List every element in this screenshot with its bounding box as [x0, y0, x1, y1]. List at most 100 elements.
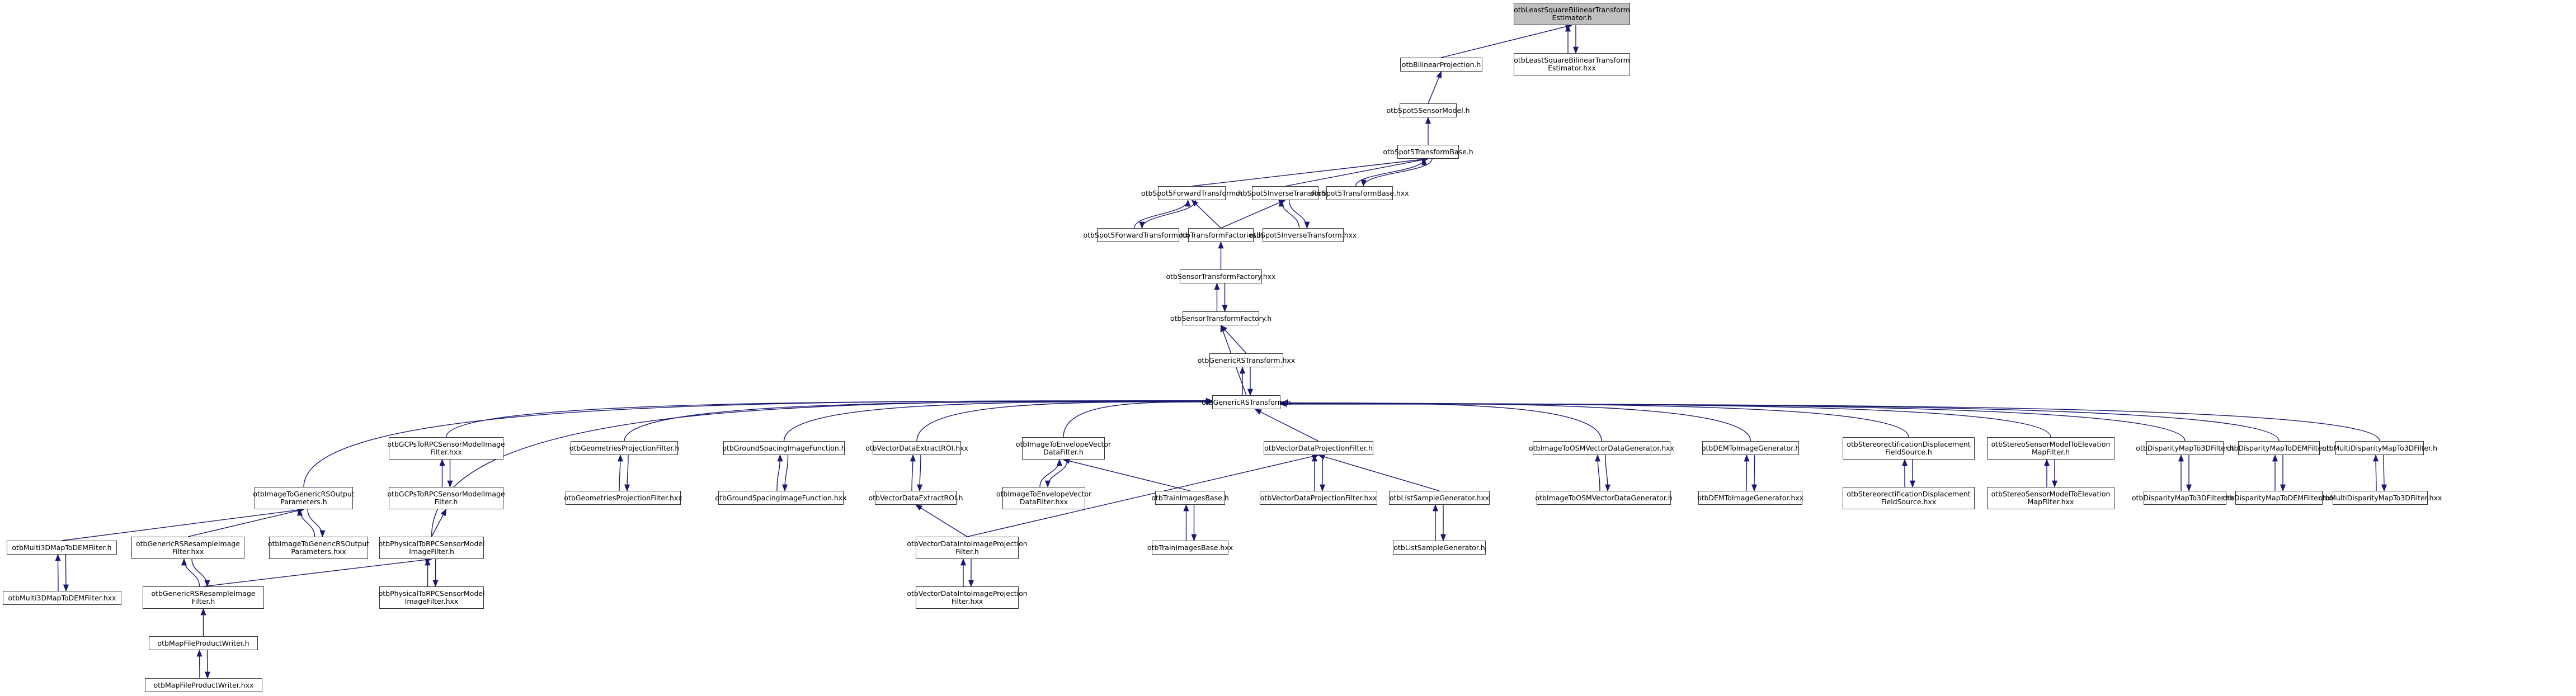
node-label: otbPhysicalToRPCSensorModel ImageFilter.… [378, 539, 485, 556]
node-physical-to-rpcsensor-model-image-filter-h[interactable]: otbPhysicalToRPCSensorModel ImageFilter.… [379, 537, 484, 559]
node-ground-spacing-image-function-h[interactable]: otbGroundSpacingImageFunction.h [722, 441, 846, 455]
node-disparity-map-to3-dfilter-h[interactable]: otbDisparityMapTo3DFilter.h [2136, 441, 2234, 455]
node-label: otbImageToGenericRSOutput Parameters.h [253, 490, 355, 506]
edge-n44-to-n51 [63, 554, 69, 592]
node-vector-data-into-image-projection-filter-hxx[interactable]: otbVectorDataIntoImageProjection Filter.… [907, 586, 1028, 609]
node-label: otbStereorectificationDisplacement Field… [1847, 490, 1971, 506]
node-gcps-to-rpcsensor-model-image-filter-hxx[interactable]: otbGCPsToRPCSensorModelImage Filter.hxx [387, 437, 505, 460]
node-multi3-dmap-to-demfilter-h[interactable]: otbMulti3DMapToDEMFilter.h [7, 541, 117, 555]
node-label: otbVectorDataProjectionFilter.hxx [1260, 493, 1377, 502]
node-image-to-osmvector-data-generator-hxx[interactable]: otbImageToOSMVectorDataGenerator.hxx [1529, 441, 1674, 455]
node-multi-disparity-map-to3-dfilter-hxx[interactable]: otbMultiDisparityMapTo3DFilter.hxx [2319, 491, 2442, 505]
node-label: otbBilinearProjection.h [1401, 60, 1481, 69]
node-transform-factories-h[interactable]: otbTransformFactories.h [1179, 228, 1263, 242]
node-stereo-sensor-model-to-elevation-map-filter-h[interactable]: otbStereoSensorModelToElevation MapFilte… [1987, 437, 2115, 460]
node-label: otbMultiDisparityMapTo3DFilter.h [2322, 443, 2437, 452]
node-generic-rstransform-h[interactable]: otbGenericRSTransform.h [1202, 395, 1291, 409]
node-demto-image-generator-h[interactable]: otbDEMToImageGenerator.h [1702, 441, 1800, 455]
node-spot5-transform-base-h[interactable]: otbSpot5TransformBase.h [1383, 145, 1473, 159]
node-train-images-base-hxx[interactable]: otbTrainImagesBase.hxx [1147, 541, 1233, 555]
edge-n16-to-n30 [624, 454, 630, 492]
node-sensor-transform-factory-hxx[interactable]: otbSensorTransformFactory.hxx [1166, 269, 1276, 283]
node-vector-data-projection-filter-h[interactable]: otbVectorDataProjectionFilter.h [1264, 441, 1373, 455]
node-image-to-generic-rsoutput-parameters-hxx[interactable]: otbImageToGenericRSOutput Parameters.hxx [268, 537, 369, 559]
edge-n18-to-n32 [916, 454, 923, 492]
node-label: otbSensorTransformFactory.hxx [1166, 272, 1276, 281]
node-label: otbListSampleGenerator.h [1393, 543, 1485, 552]
edge-n19-to-n14 [1063, 399, 1213, 438]
edge-n6-to-n4 [1285, 157, 1429, 187]
edge-n45-to-n28 [187, 508, 305, 537]
node-image-to-osmvector-data-generator-h[interactable]: otbImageToOSMVectorDataGenerator.h [1535, 491, 1673, 505]
node-label: otbPhysicalToRPCSensorModel ImageFilter.… [378, 589, 485, 605]
node-map-file-product-writer-h[interactable]: otbMapFileProductWriter.h [149, 636, 258, 650]
node-image-to-generic-rsoutput-parameters-h[interactable]: otbImageToGenericRSOutput Parameters.h [253, 487, 355, 509]
edge-n24-to-n14 [1279, 400, 2051, 438]
node-list-sample-generator-hxx[interactable]: otbListSampleGenerator.hxx [1389, 491, 1490, 505]
node-bilinear-projection-h[interactable]: otbBilinearProjection.h [1400, 58, 1482, 72]
node-label: otbMulti3DMapToDEMFilter.h [12, 543, 112, 552]
node-vector-data-extract-roi-h[interactable]: otbVectorDataExtractROI.h [868, 491, 963, 505]
node-stereorectification-displacement-field-source-hxx[interactable]: otbStereorectificationDisplacement Field… [1843, 487, 1975, 509]
node-spot5-inverse-transform-h[interactable]: otbSpot5InverseTransform.h [1236, 186, 1335, 200]
node-label: otbDisparityMapTo3DFilter.hxx [2131, 493, 2239, 502]
node-spot5-sensor-model-h[interactable]: otbSpot5SensorModel.h [1386, 103, 1470, 117]
node-spot5-forward-transform-hxx[interactable]: otbSpot5ForwardTransform.hxx [1084, 228, 1193, 242]
edge-n37-to-n21 [1594, 454, 1601, 491]
edge-n32-to-n18 [910, 454, 916, 491]
node-multi-disparity-map-to3-dfilter-h[interactable]: otbMultiDisparityMapTo3DFilter.h [2322, 441, 2437, 455]
edge-n33-to-n19 [1039, 458, 1063, 487]
node-label: otbGCPsToRPCSensorModelImage Filter.h [387, 490, 505, 506]
edge-n4-to-n7 [1360, 158, 1433, 187]
node-label: otbImageToEnvelopeVector DataFilter.hxx [996, 490, 1092, 506]
node-map-file-product-writer-hxx[interactable]: otbMapFileProductWriter.hxx [145, 678, 262, 692]
node-train-images-base-h[interactable]: otbTrainImagesBase.h [1151, 491, 1229, 505]
node-image-to-envelope-vector-data-filter-hxx[interactable]: otbImageToEnvelopeVector DataFilter.hxx [996, 487, 1091, 509]
node-label: otbGroundSpacingImageFunction.h [722, 443, 846, 452]
edge-n34-to-n19 [1062, 458, 1190, 491]
node-least-square-bilinear-transform-estimator-h: otbLeastSquareBilinearTransform Estimato… [1514, 3, 1630, 25]
node-label: otbLeastSquareBilinearTransform Estimato… [1514, 6, 1630, 22]
edge-n31-to-n17 [776, 454, 783, 491]
edge-n17-to-n31 [781, 454, 789, 492]
edge-n51-to-n44 [55, 553, 61, 591]
node-label: otbStereorectificationDisplacement Field… [1847, 440, 1971, 456]
node-demto-image-generator-hxx[interactable]: otbDEMToImageGenerator.hxx [1697, 491, 1803, 505]
edge-n1-to-n0 [1441, 23, 1573, 58]
edge-n22-to-n38 [1751, 454, 1758, 492]
node-disparity-map-to-demfilter-h[interactable]: otbDisparityMapToDEMFilter.h [2227, 441, 2331, 455]
node-spot5-inverse-transform-hxx[interactable]: otbSpot5InverseTransform.hxx [1250, 228, 1357, 242]
node-vector-data-extract-roi-hxx[interactable]: otbVectorDataExtractROI.hxx [865, 441, 968, 455]
node-sensor-transform-factory-h[interactable]: otbSensorTransformFactory.h [1170, 311, 1271, 325]
node-vector-data-projection-filter-hxx[interactable]: otbVectorDataProjectionFilter.hxx [1260, 491, 1377, 505]
node-generic-rstransform-hxx[interactable]: otbGenericRSTransform.hxx [1198, 353, 1295, 367]
node-ground-spacing-image-function-hxx[interactable]: otbGroundSpacingImageFunction.hxx [715, 491, 847, 505]
node-disparity-map-to3-dfilter-hxx[interactable]: otbDisparityMapTo3DFilter.hxx [2132, 491, 2238, 505]
node-generic-rsresample-image-filter-hxx[interactable]: otbGenericRSResampleImage Filter.hxx [131, 537, 244, 559]
node-spot5-forward-transform-h[interactable]: otbSpot5ForwardTransform.h [1141, 186, 1242, 200]
edge-n20-to-n14 [1254, 409, 1319, 442]
node-label: otbGenericRSTransform.hxx [1197, 356, 1296, 364]
node-spot5-transform-base-hxx[interactable]: otbSpot5TransformBase.hxx [1310, 186, 1409, 200]
node-list-sample-generator-h[interactable]: otbListSampleGenerator.h [1393, 541, 1486, 555]
node-image-to-envelope-vector-data-filter-h[interactable]: otbImageToEnvelopeVector DataFilter.h [1016, 437, 1111, 460]
node-stereo-sensor-model-to-elevation-map-filter-hxx[interactable]: otbStereoSensorModelToElevation MapFilte… [1987, 487, 2115, 509]
edge-n48-to-n32 [915, 504, 968, 537]
edge-n9-to-n6 [1221, 200, 1286, 229]
node-geometries-projection-filter-hxx[interactable]: otbGeometriesProjectionFilter.hxx [564, 491, 682, 505]
edge-n44-to-n28 [62, 507, 305, 541]
node-stereorectification-displacement-field-source-h[interactable]: otbStereorectificationDisplacement Field… [1843, 437, 1975, 460]
edge-n36-to-n20 [1317, 454, 1440, 491]
node-gcps-to-rpcsensor-model-image-filter-h[interactable]: otbGCPsToRPCSensorModelImage Filter.h [387, 487, 505, 509]
node-label: otbListSampleGenerator.hxx [1389, 493, 1490, 502]
node-multi3-dmap-to-demfilter-hxx[interactable]: otbMulti3DMapToDEMFilter.hxx [3, 591, 121, 605]
node-least-square-bilinear-transform-estimator-hxx[interactable]: otbLeastSquareBilinearTransform Estimato… [1514, 53, 1630, 75]
node-geometries-projection-filter-h[interactable]: otbGeometriesProjectionFilter.h [569, 441, 679, 455]
node-physical-to-rpcsensor-model-image-filter-hxx[interactable]: otbPhysicalToRPCSensorModel ImageFilter.… [379, 586, 484, 609]
edge-n3-to-n1 [1428, 70, 1442, 104]
edge-n30-to-n16 [617, 454, 624, 491]
node-disparity-map-to-demfilter-hxx[interactable]: otbDisparityMapToDEMFilter.hxx [2223, 491, 2335, 505]
node-generic-rsresample-image-filter-h[interactable]: otbGenericRSResampleImage Filter.h [143, 586, 264, 609]
node-label: otbSpot5InverseTransform.hxx [1249, 230, 1357, 239]
node-vector-data-into-image-projection-filter-h[interactable]: otbVectorDataIntoImageProjection Filter.… [907, 537, 1028, 559]
